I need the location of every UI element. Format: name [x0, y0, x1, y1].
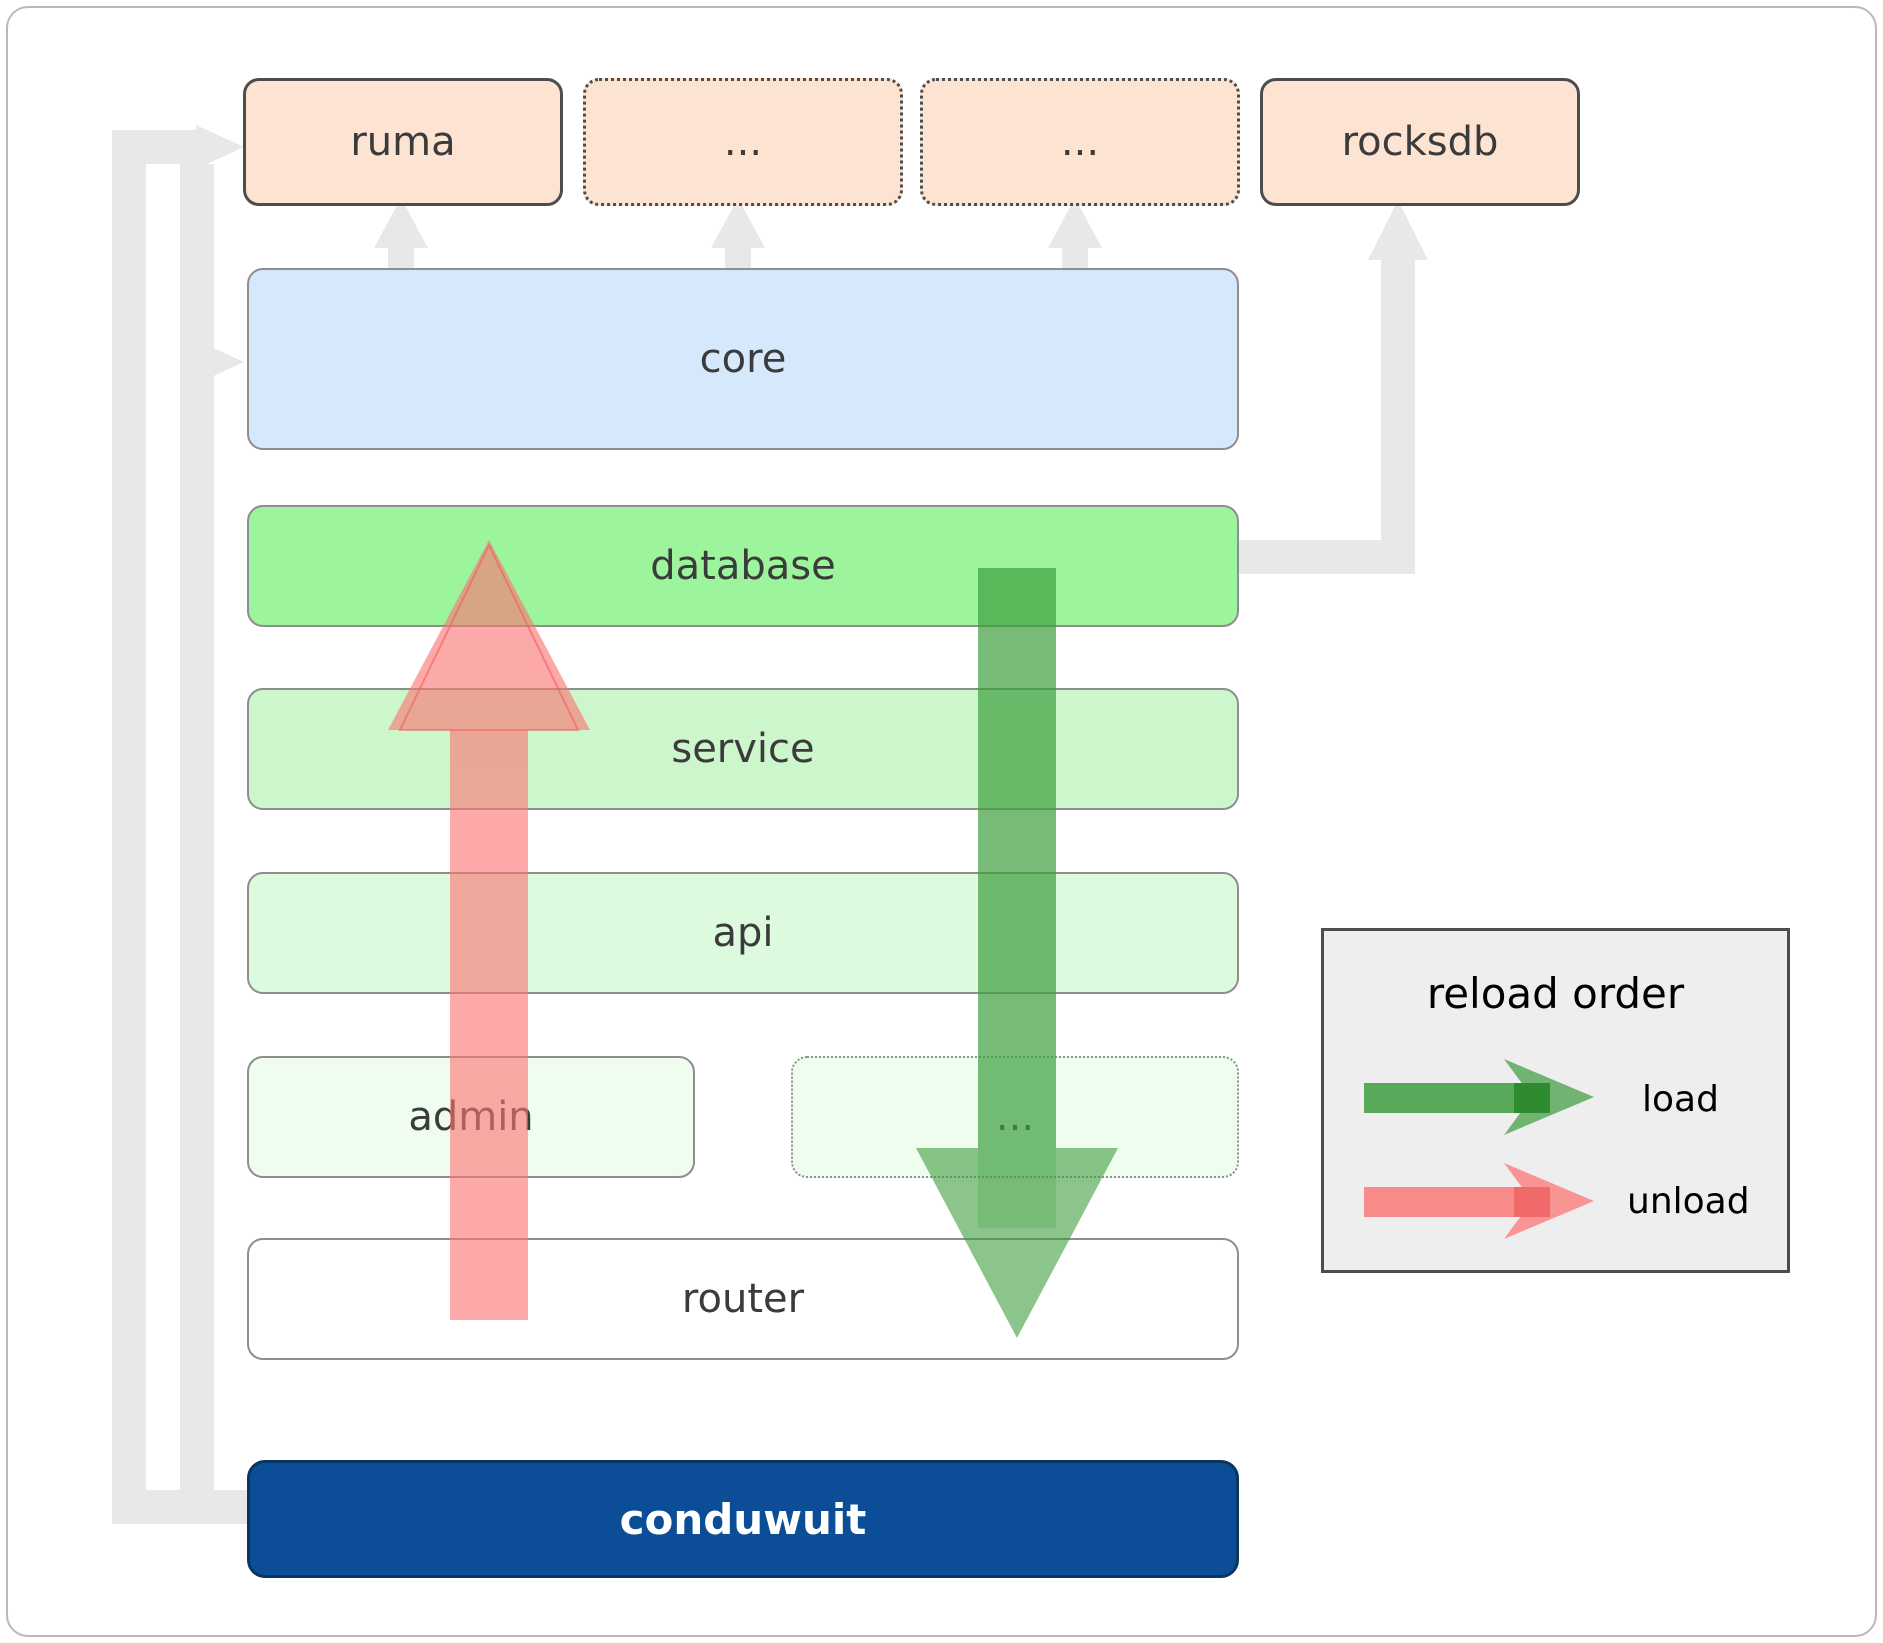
- dependency-box-3[interactable]: ...: [920, 78, 1240, 206]
- legend-title: reload order: [1426, 969, 1685, 1018]
- diagram-frame: [6, 6, 1877, 1637]
- root-label-conduwuit: conduwuit: [619, 1494, 867, 1544]
- layer-label-api: api: [712, 910, 774, 956]
- layer-label-router: router: [681, 1276, 805, 1322]
- layer-label-admin: admin: [408, 1094, 534, 1140]
- layer-box-admin[interactable]: admin: [247, 1056, 695, 1178]
- layer-box-service[interactable]: service: [247, 688, 1239, 810]
- legend-arrow-load: [1364, 1059, 1594, 1135]
- dependency-box-2[interactable]: ...: [583, 78, 903, 206]
- dependency-label-3: ...: [1060, 119, 1100, 165]
- layer-box-core[interactable]: core: [247, 268, 1239, 450]
- layer-box-api[interactable]: api: [247, 872, 1239, 994]
- dependency-label-2: ...: [723, 119, 763, 165]
- legend-arrow-unload: [1364, 1163, 1594, 1239]
- layer-box-more[interactable]: ...: [791, 1056, 1239, 1178]
- layer-label-core: core: [699, 336, 787, 382]
- dependency-label-rocksdb: rocksdb: [1341, 119, 1499, 165]
- layer-label-service: service: [671, 726, 815, 772]
- dependency-label-ruma: ruma: [350, 119, 456, 165]
- legend-label-load: load: [1642, 1079, 1719, 1120]
- legend-label-unload: unload: [1627, 1181, 1750, 1222]
- layer-box-router[interactable]: router: [247, 1238, 1239, 1360]
- layer-label-more: ...: [995, 1094, 1035, 1140]
- layer-label-database: database: [650, 543, 836, 589]
- legend-panel: reload order load unload: [1321, 928, 1790, 1273]
- root-box-conduwuit[interactable]: conduwuit: [247, 1460, 1239, 1578]
- dependency-box-rocksdb[interactable]: rocksdb: [1260, 78, 1580, 206]
- layer-box-database[interactable]: database: [247, 505, 1239, 627]
- dependency-box-ruma[interactable]: ruma: [243, 78, 563, 206]
